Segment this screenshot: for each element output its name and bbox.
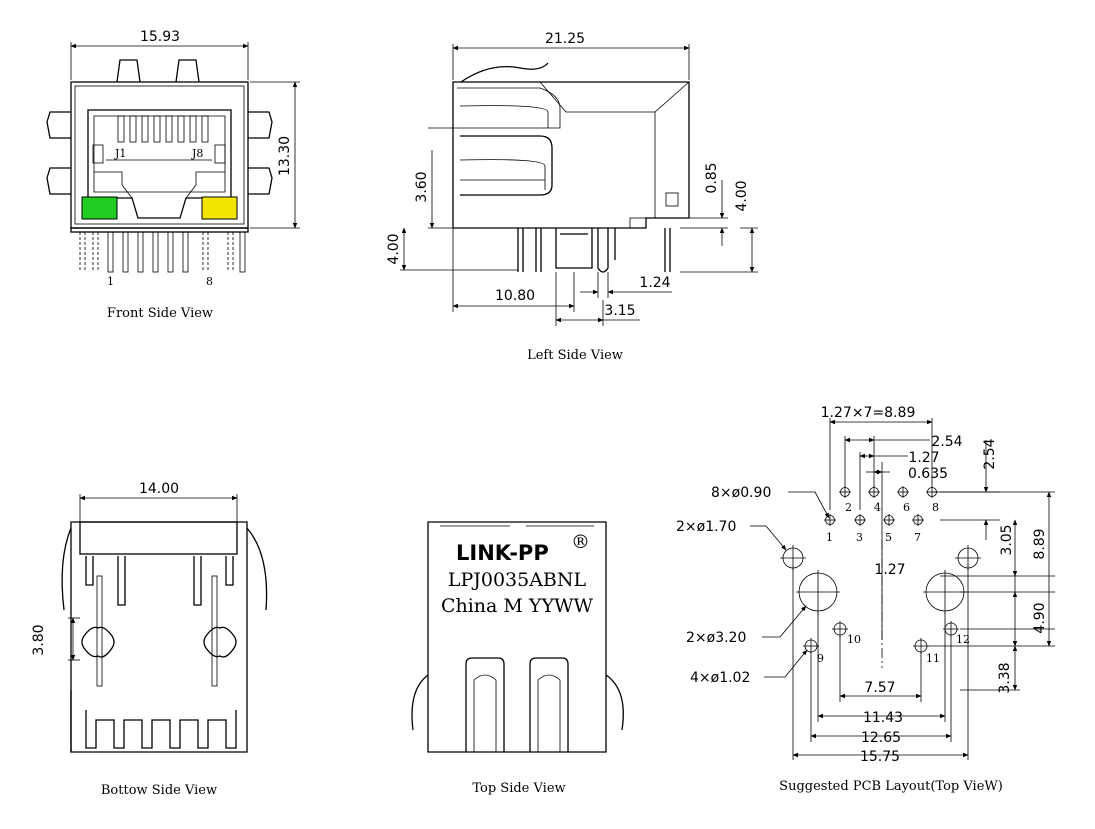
pcb-pin-4: 4 bbox=[874, 501, 881, 514]
led-green-indicator bbox=[81, 196, 118, 220]
led-yellow-indicator bbox=[201, 196, 238, 220]
top-view-caption: Top Side View bbox=[472, 781, 565, 796]
top-registered-mark: ® bbox=[571, 531, 590, 553]
pcb-pin-2: 2 bbox=[845, 501, 852, 514]
pcb-view-caption: Suggested PCB Layout(Top VieW) bbox=[779, 779, 1003, 794]
pcb-shield-12: 12 bbox=[956, 633, 970, 646]
front-height-dim: 13.30 bbox=[277, 136, 293, 176]
top-part-number: LPJ0035ABNL bbox=[448, 569, 587, 591]
left-dim-4-00-left: 4.00 bbox=[386, 233, 402, 264]
label-j8: J8 bbox=[191, 147, 203, 160]
pcb-pin-1: 1 bbox=[826, 531, 833, 544]
pcb-pin-8: 8 bbox=[932, 501, 939, 514]
pcb-dim-8-89: 8.89 bbox=[1032, 528, 1048, 559]
front-width-dim: 15.93 bbox=[140, 29, 180, 45]
left-view-caption: Left Side View bbox=[527, 348, 623, 363]
pcb-pin-5: 5 bbox=[885, 531, 892, 544]
bottom-view-caption: Bottow Side View bbox=[101, 783, 217, 798]
pcb-dim-3-38: 3.38 bbox=[997, 662, 1013, 693]
pcb-dim-11-43: 11.43 bbox=[863, 710, 903, 726]
pcb-pin-3: 3 bbox=[856, 531, 863, 544]
pcb-dim-3-05: 3.05 bbox=[999, 524, 1015, 555]
pcb-shield-11: 11 bbox=[926, 652, 940, 665]
pcb-layout-view: 1.27×7=8.89 2.54 1.27 0.635 2.54 bbox=[676, 405, 1055, 794]
pcb-dim-12-65: 12.65 bbox=[861, 730, 901, 746]
left-dim-3-60: 3.60 bbox=[414, 171, 430, 202]
top-origin-line: China M YYWW bbox=[441, 595, 594, 617]
pcb-callout-pins: 8×ø0.90 bbox=[711, 485, 771, 501]
pcb-dim-1-27-v: 1.27 bbox=[874, 562, 905, 578]
front-pin-last: 8 bbox=[206, 275, 213, 288]
top-brand: LINK-PP bbox=[456, 541, 549, 565]
pcb-dim-7-57: 7.57 bbox=[864, 680, 895, 696]
pcb-dim-4-90: 4.90 bbox=[1032, 602, 1048, 633]
pcb-callout-post: 2×ø3.20 bbox=[686, 630, 746, 646]
pcb-pin-6: 6 bbox=[903, 501, 910, 514]
left-dim-0-85: 0.85 bbox=[704, 162, 720, 193]
pcb-pin-7: 7 bbox=[914, 531, 921, 544]
bottom-dim-3-80: 3.80 bbox=[31, 624, 47, 655]
left-dim-10-80: 10.80 bbox=[495, 288, 535, 304]
pcb-signal-pins bbox=[824, 486, 938, 526]
pcb-callout-shield: 4×ø1.02 bbox=[690, 670, 750, 686]
pcb-shield-9: 9 bbox=[817, 652, 824, 665]
pcb-dim-2-54-h: 2.54 bbox=[931, 434, 962, 450]
pcb-dim-15-75: 15.75 bbox=[860, 749, 900, 765]
left-side-view: 21.25 3.60 4.00 0.85 bbox=[386, 31, 758, 363]
left-dim-4-00-right: 4.00 bbox=[734, 180, 750, 211]
front-side-view: 15.93 J1 J8 bbox=[46, 29, 300, 321]
pcb-dim-0-635: 0.635 bbox=[908, 466, 948, 482]
left-length-dim: 21.25 bbox=[545, 31, 585, 47]
front-view-caption: Front Side View bbox=[107, 306, 213, 321]
bottom-side-view: 14.00 3.80 Bottow Side View bbox=[31, 481, 268, 798]
front-leads bbox=[79, 231, 246, 273]
left-dim-3-15: 3.15 bbox=[604, 303, 635, 319]
top-side-view: LINK-PP ® LPJ0035ABNL China M YYWW Top S… bbox=[411, 521, 624, 796]
pcb-dim-1-27-h: 1.27 bbox=[908, 450, 939, 466]
front-pin-first: 1 bbox=[107, 275, 114, 288]
pcb-shield-10: 10 bbox=[847, 633, 861, 646]
pcb-callout-led: 2×ø1.70 bbox=[676, 519, 736, 535]
bottom-width-dim: 14.00 bbox=[139, 481, 179, 497]
label-j1: J1 bbox=[114, 147, 126, 160]
left-dim-1-24: 1.24 bbox=[639, 275, 670, 291]
pcb-pitch-total: 1.27×7=8.89 bbox=[821, 405, 916, 421]
front-contacts bbox=[117, 115, 209, 143]
pcb-dim-2-54-v: 2.54 bbox=[982, 438, 998, 469]
